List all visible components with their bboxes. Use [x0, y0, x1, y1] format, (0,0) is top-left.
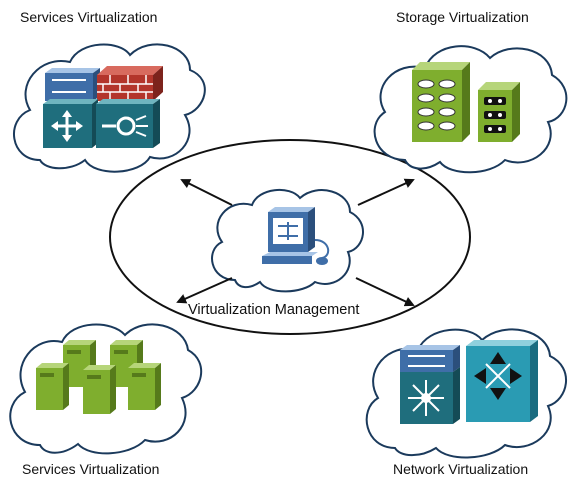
arrow-bottom-left [176, 277, 233, 304]
label-services-virtualization-bottom: Services Virtualization [22, 461, 160, 477]
server-group [36, 340, 161, 414]
label-services-virtualization-top: Services Virtualization [20, 9, 158, 25]
arrow-top-left [180, 179, 233, 206]
disk-array-icon [412, 62, 470, 142]
switch-icon [45, 68, 100, 101]
server-icon [128, 363, 161, 410]
arrows [176, 178, 415, 307]
label-virtualization-management: Virtualization Management [188, 302, 360, 318]
service-module-icon [96, 99, 160, 148]
tape-library-icon [478, 82, 520, 142]
router-icon [466, 340, 538, 422]
management-workstation-icon [262, 207, 330, 265]
server-icon [83, 365, 116, 414]
layer3-switch-icon [400, 367, 460, 424]
switch-icon [400, 345, 460, 372]
label-storage-virtualization: Storage Virtualization [396, 9, 529, 25]
cloud-top-right [373, 45, 568, 174]
arrow-top-right [357, 178, 415, 206]
firewall-icon [97, 66, 163, 101]
arrow-bottom-right [355, 277, 415, 307]
server-icon [36, 363, 69, 410]
router-icon [43, 99, 98, 148]
label-network-virtualization: Network Virtualization [393, 461, 529, 477]
